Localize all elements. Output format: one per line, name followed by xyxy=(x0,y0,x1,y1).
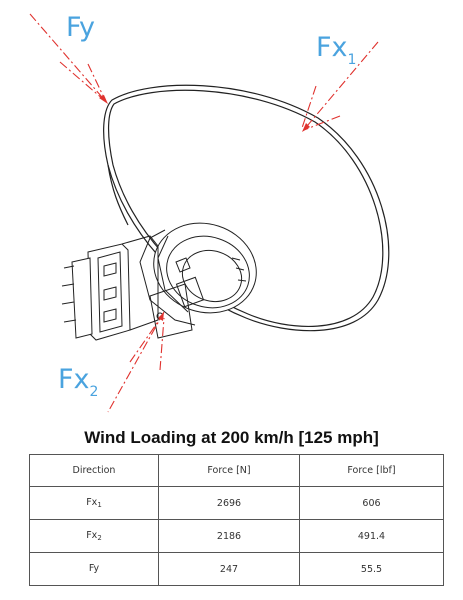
header-direction: Direction xyxy=(29,454,159,487)
header-force-lbf: Force [lbf] xyxy=(299,454,444,487)
table-row: Fx2 2186 491.4 xyxy=(29,519,444,553)
force-n-cell: 2186 xyxy=(158,519,300,553)
force-n-cell: 247 xyxy=(158,552,300,586)
fx2-arrow-line xyxy=(107,311,165,413)
table-row: Fx1 2696 606 xyxy=(29,486,444,520)
force-n-cell: 2696 xyxy=(158,486,300,520)
force-lbf-cell: 55.5 xyxy=(299,552,444,586)
direction-cell: Fy xyxy=(29,552,159,586)
fx2-arrow-side-1 xyxy=(129,315,163,363)
force-lbf-cell: 491.4 xyxy=(299,519,444,553)
fy-arrow-line xyxy=(29,13,109,105)
force-lbf-cell: 606 xyxy=(299,486,444,520)
table-title: Wind Loading at 200 km/h [125 mph] xyxy=(84,428,379,447)
fy-label: Fy xyxy=(66,12,95,43)
fx1-arrow-side-1 xyxy=(303,115,341,131)
fx1-arrow-side-2 xyxy=(301,85,317,129)
fx2-arrow-side-2 xyxy=(159,317,165,371)
arrow-heads xyxy=(99,95,310,321)
table-header-row: Direction Force [N] Force [lbf] xyxy=(29,454,444,487)
fy-arrow-head xyxy=(99,95,108,104)
mounting-bracket xyxy=(61,235,193,341)
direction-cell: Fx1 xyxy=(29,486,159,520)
fy-arrow-side-1 xyxy=(59,61,105,101)
wind-loading-table: Direction Force [N] Force [lbf] Fx1 2696… xyxy=(29,454,444,586)
table-row: Fy 247 55.5 xyxy=(29,552,444,586)
fx2-arrow-head xyxy=(158,312,164,321)
fx1-arrow-head xyxy=(302,123,310,132)
fx2-label: Fx2 xyxy=(58,364,98,400)
header-force-n: Force [N] xyxy=(158,454,300,487)
feed-housing xyxy=(139,222,257,326)
fx1-label: Fx1 xyxy=(316,32,356,68)
fx1-arrow-line xyxy=(301,41,379,133)
direction-cell: Fx2 xyxy=(29,519,159,553)
antenna-drawing: Fy Fx1 Fx2 xyxy=(29,12,390,413)
